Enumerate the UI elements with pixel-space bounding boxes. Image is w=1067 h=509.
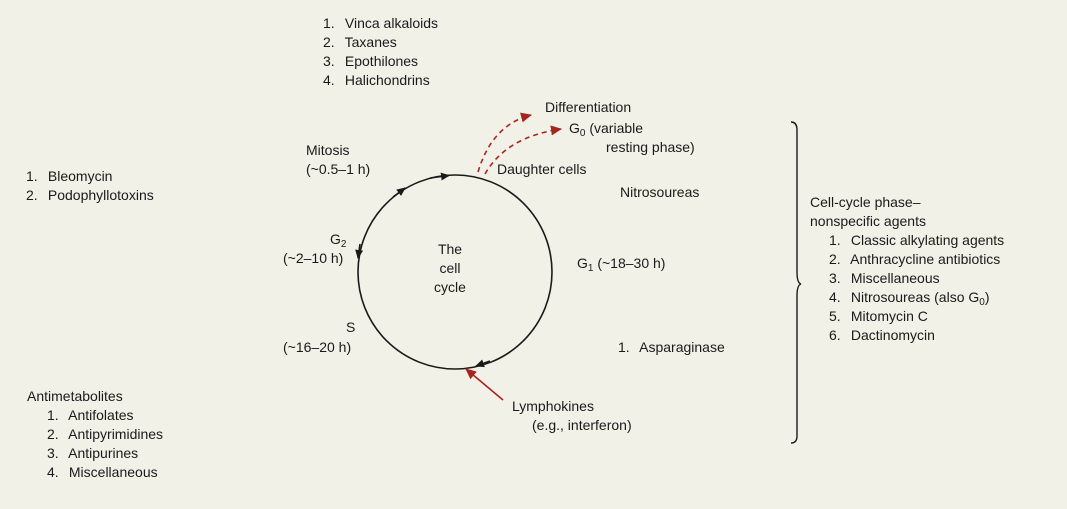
mitosis-agents-list: 1. Vinca alkaloids 2. Taxanes 3. Epothil… xyxy=(323,14,438,90)
list-item: 4. Nitrosoureas (also G0) xyxy=(829,289,990,308)
daughter-cells-label: Daughter cells xyxy=(497,161,587,177)
list-item: 1. Bleomycin xyxy=(26,168,113,184)
nonspecific-brace xyxy=(790,121,802,444)
list-item: 2. Anthracycline antibiotics xyxy=(829,251,1001,267)
mitosis-duration: (~0.5–1 h) xyxy=(306,161,371,177)
arrow-g1-to-s xyxy=(475,359,491,368)
list-item: 1. Antifolates xyxy=(47,407,134,423)
arrow-differentiation xyxy=(477,112,532,173)
list-item: 2. Podophyllotoxins xyxy=(26,187,154,203)
antimetabolites-title: Antimetabolites xyxy=(27,388,123,404)
list-item: 6. Dactinomycin xyxy=(829,327,935,343)
g0-description: resting phase) xyxy=(606,139,695,155)
g2-label: G2 xyxy=(330,231,347,250)
arrow-s-to-g2 xyxy=(355,243,364,259)
list-item: 1. Vinca alkaloids xyxy=(323,15,439,31)
center-label-line1: The xyxy=(437,241,463,257)
mitosis-label: Mitosis xyxy=(306,142,350,158)
nonspecific-title-line1: Cell-cycle phase– xyxy=(810,194,921,210)
lymphokines-example: (e.g., interferon) xyxy=(532,417,632,433)
differentiation-label: Differentiation xyxy=(545,99,632,115)
g2-duration: (~2–10 h) xyxy=(283,250,344,266)
g0-label: G0 (variable xyxy=(569,120,644,139)
list-item: 3. Miscellaneous xyxy=(829,270,940,286)
asparaginase-label: 1. Asparaginase xyxy=(618,339,725,355)
arrow-mitosis xyxy=(429,172,450,181)
s-label: S xyxy=(346,319,356,335)
list-item: 5. Mitomycin C xyxy=(829,308,928,324)
list-item: 4. Halichondrins xyxy=(323,72,430,88)
nitrosoureas-label: Nitrosoureas xyxy=(620,184,700,200)
g2-agents-list: 1. Bleomycin 2. Podophyllotoxins xyxy=(26,167,154,205)
lymphokines-label: Lymphokines xyxy=(512,398,594,414)
antimetabolites-list: 1. Antifolates 2. Antipyrimidines 3. Ant… xyxy=(47,406,163,482)
list-item: 3. Epothilones xyxy=(323,53,419,69)
arrow-lymphokines xyxy=(465,368,504,401)
list-item: 1. Classic alkylating agents xyxy=(829,232,1005,248)
list-item: 2. Taxanes xyxy=(323,34,397,50)
center-label-line3: cycle xyxy=(434,279,466,295)
list-item: 4. Miscellaneous xyxy=(47,464,158,480)
nonspecific-title-line2: nonspecific agents xyxy=(810,213,926,229)
cell-cycle-circle xyxy=(357,174,553,370)
s-duration: (~16–20 h) xyxy=(283,339,352,355)
list-item: 3. Antipurines xyxy=(47,445,139,461)
arrow-g2-to-mitosis xyxy=(392,187,406,198)
nonspecific-agents-list: 1. Classic alkylating agents 2. Anthracy… xyxy=(829,231,1004,345)
g1-label: G1 (~18–30 h) xyxy=(577,255,666,274)
center-label-line2: cell xyxy=(439,260,461,276)
list-item: 2. Antipyrimidines xyxy=(47,426,164,442)
